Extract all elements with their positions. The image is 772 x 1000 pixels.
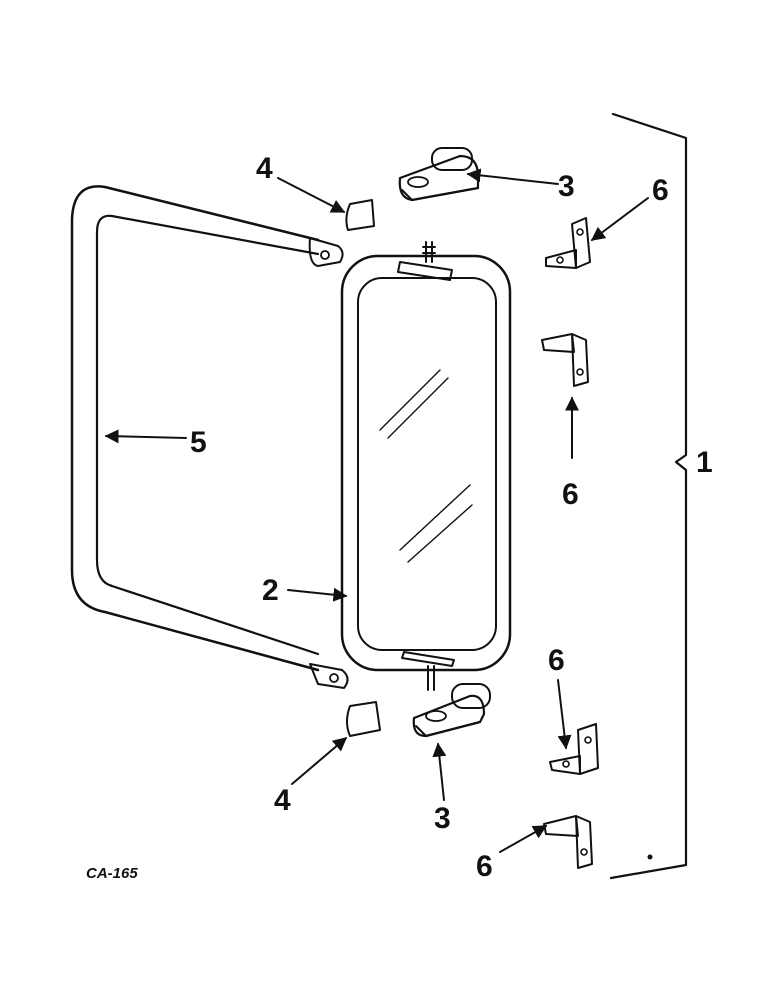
label-part-6-bottom: 6 — [476, 850, 493, 883]
bracket-1 — [545, 217, 591, 269]
bracket-3 — [549, 723, 599, 775]
figure-code: CA-165 — [86, 865, 138, 882]
label-part-6-top: 6 — [652, 174, 669, 207]
spacer-top — [345, 199, 375, 231]
mirror-arm — [70, 185, 349, 689]
label-part-6-mid: 6 — [562, 478, 579, 511]
label-part-4-top: 4 — [256, 152, 273, 185]
spacer-bottom — [346, 701, 381, 737]
bracket-2 — [541, 333, 589, 387]
clamp-bottom — [412, 683, 491, 738]
label-part-4-bottom: 4 — [274, 784, 291, 817]
label-part-1: 1 — [696, 446, 713, 479]
label-part-2: 2 — [262, 574, 279, 607]
leader-arrows — [104, 168, 649, 853]
mirror-head — [340, 241, 512, 691]
bracket-4 — [543, 815, 593, 869]
label-part-3-bottom: 3 — [434, 802, 451, 835]
assembly-bracket — [609, 112, 688, 880]
label-part-6-lower: 6 — [548, 644, 565, 677]
label-part-5: 5 — [190, 426, 207, 459]
label-part-3-top: 3 — [558, 170, 575, 203]
clamp-top — [398, 147, 480, 202]
